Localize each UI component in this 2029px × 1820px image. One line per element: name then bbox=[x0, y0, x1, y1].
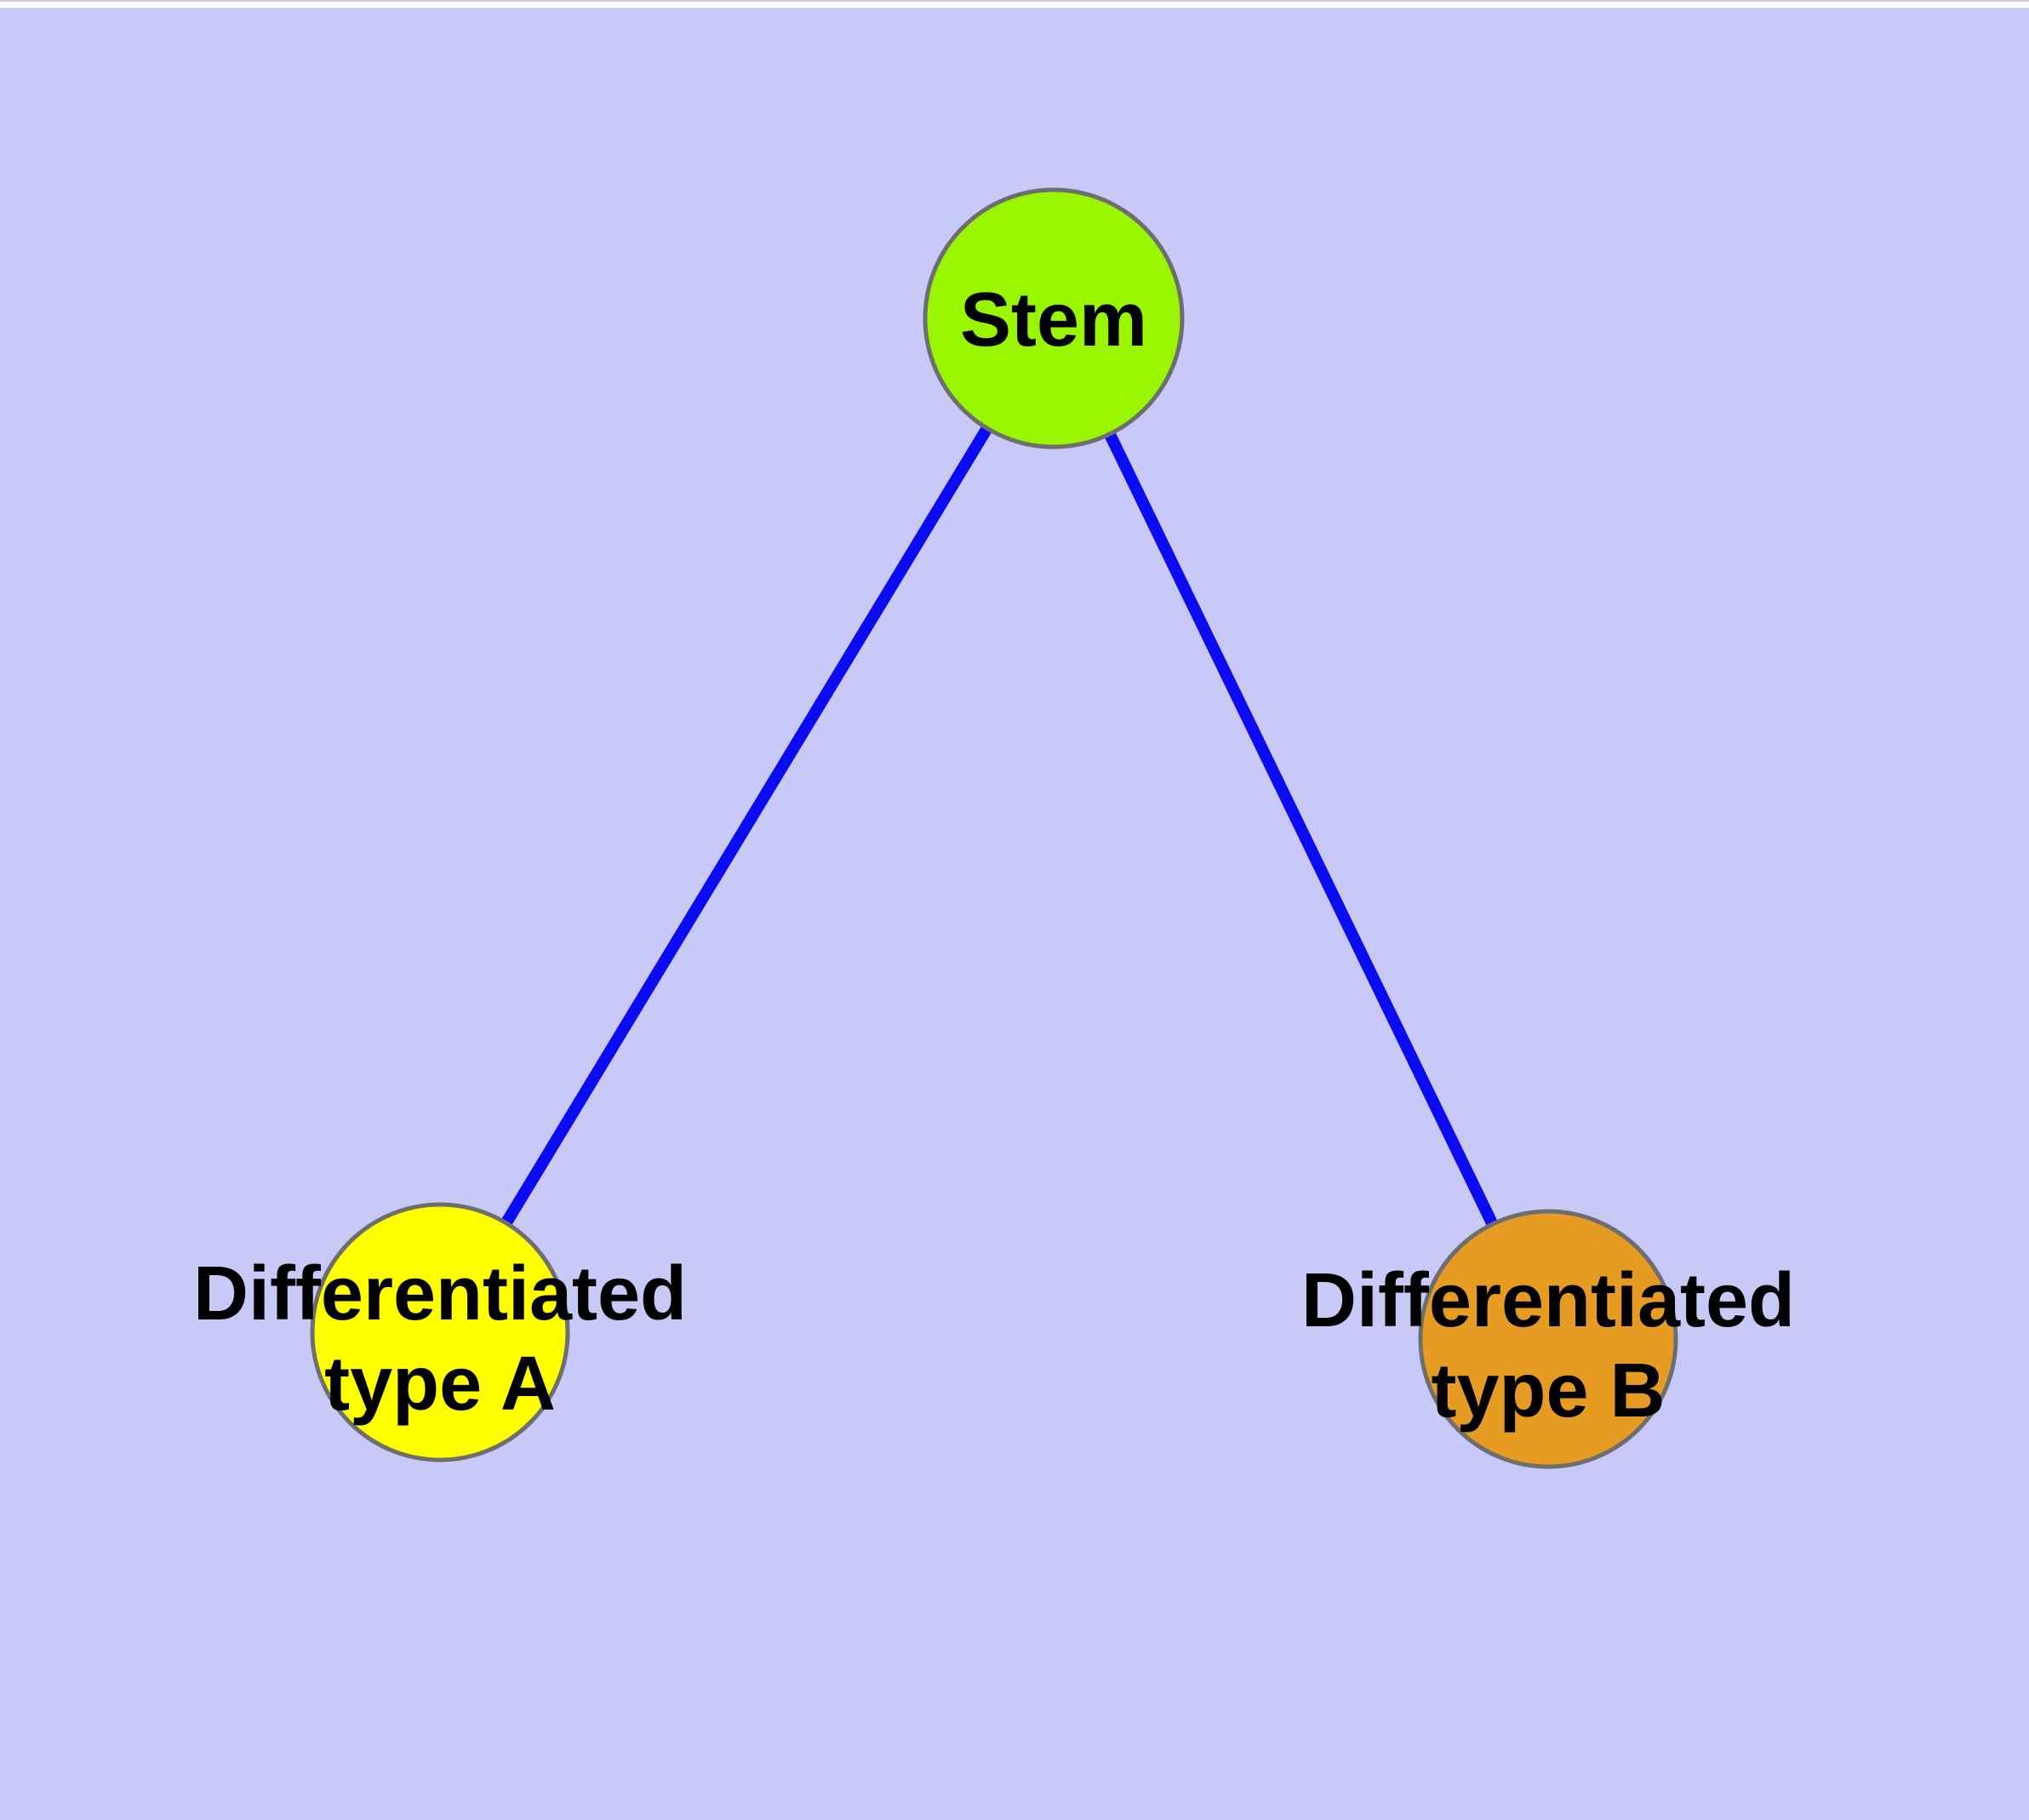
node-type-b-label-line1: Differentiated bbox=[1301, 1258, 1795, 1343]
node-stem-label: Stem bbox=[960, 278, 1147, 363]
top-strip bbox=[0, 2, 2029, 8]
node-type-a-label-line1: Differentiated bbox=[193, 1251, 687, 1336]
edge-stem-to-type-a bbox=[435, 315, 1059, 1336]
node-differentiated-type-a bbox=[310, 1202, 570, 1462]
node-type-a-label-line2: type A bbox=[324, 1342, 556, 1427]
edge-stem-to-type-b bbox=[1048, 315, 1554, 1342]
node-stem bbox=[923, 187, 1185, 449]
node-type-b-label-line2: type B bbox=[1431, 1348, 1665, 1434]
top-hairline bbox=[0, 0, 2029, 2]
node-differentiated-type-b bbox=[1418, 1209, 1678, 1469]
